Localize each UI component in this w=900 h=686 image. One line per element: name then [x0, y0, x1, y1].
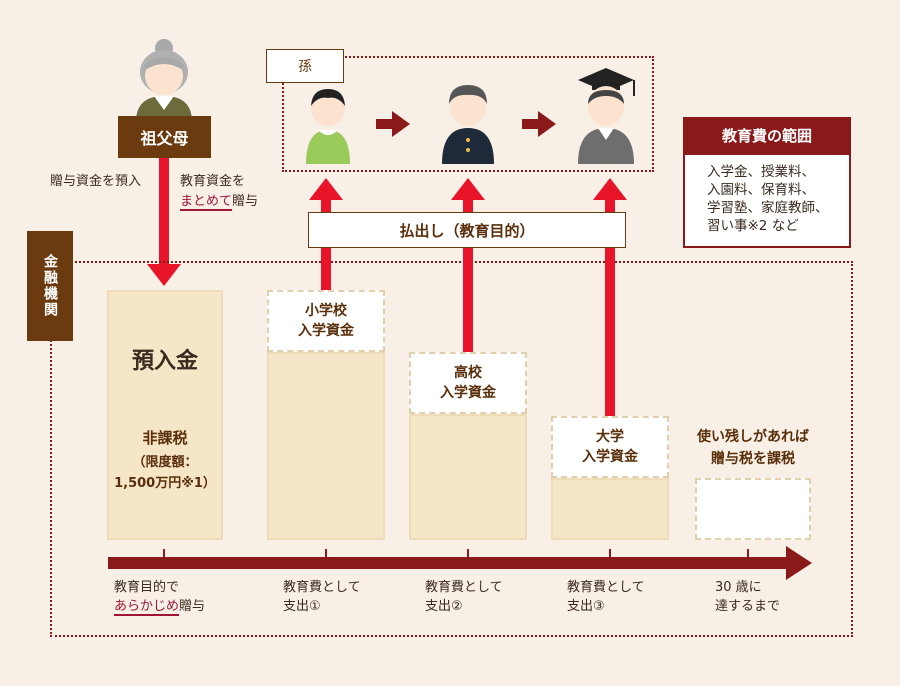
highschool-fund-label: 高校入学資金 [409, 352, 527, 414]
grandparent-label: 祖父母 [118, 116, 211, 158]
scope-line: 学習塾、家庭教師、 [707, 200, 829, 216]
timeline-label-expense-2: 教育費として 支出② [425, 578, 503, 616]
timeline-line2: 支出③ [567, 599, 605, 614]
remaining-note: 使い残しがあれば 贈与税を課税 [683, 426, 823, 470]
timeline-label-age-30: 30 歳に 達するまで [715, 578, 780, 616]
timeline-tick [163, 549, 165, 561]
timeline-rest: 贈与 [179, 599, 206, 614]
lump-gift-text: 教育資金を まとめて贈与 [180, 172, 258, 212]
child-elementary-icon [306, 89, 350, 164]
payout-arrow-3-shaft [605, 198, 615, 416]
child-university-icon [578, 68, 635, 164]
payout-arrow-2-shaft [463, 198, 473, 352]
deposit-title: 預入金 [131, 349, 198, 374]
lump-gift-highlight: まとめて [180, 194, 233, 211]
elementary-fund-label: 小学校入学資金 [267, 290, 385, 352]
grandchild-tag: 孫 [266, 49, 344, 83]
scope-line: 習い事※2 など [707, 218, 799, 234]
fund-line2: 入学資金 [298, 323, 354, 339]
timeline-line1: 教育費として [567, 580, 645, 595]
payout-arrow-2-head [451, 178, 485, 200]
timeline-tick [747, 549, 749, 561]
fund-line2: 入学資金 [440, 385, 496, 401]
timeline-label-gift: 教育目的で あらかじめ贈与 [114, 578, 205, 616]
scope-line: 入園料、保育料、 [707, 182, 815, 198]
timeline-line1: 教育費として [283, 580, 361, 595]
deposit-limit-line1: （限度額： [132, 455, 198, 470]
timeline-tick [609, 549, 611, 561]
fund-line1: 高校 [454, 365, 482, 381]
timeline-bar [108, 557, 794, 569]
timeline-line1: 30 歳に [715, 580, 762, 595]
timeline-line2: 支出① [283, 599, 321, 614]
education-scope-title: 教育費の範囲 [683, 117, 851, 153]
tax-free-label: 非課税 [142, 429, 188, 447]
remaining-line1: 使い残しがあれば [697, 429, 809, 445]
timeline-line1: 教育目的で [114, 580, 180, 595]
deposit-arrow-head [147, 264, 181, 286]
grandchild-area [282, 56, 654, 172]
timeline-line2: 支出② [425, 599, 463, 614]
lump-gift-line1: 教育資金を [180, 174, 246, 189]
scope-line: 入学金、授業料、 [707, 164, 815, 180]
timeline-label-expense-3: 教育費として 支出③ [567, 578, 645, 616]
fund-line1: 小学校 [305, 303, 347, 319]
payout-label: 払出し（教育目的） [308, 212, 626, 248]
lump-gift-rest: 贈与 [232, 194, 259, 209]
timeline-highlight: あらかじめ [114, 599, 180, 616]
timeline-line2: 達するまで [715, 599, 781, 614]
growth-arrow-1 [376, 111, 410, 137]
timeline-arrow-head [786, 546, 812, 580]
deposit-limit: （限度額： 1,500万円※1） [107, 452, 223, 494]
fund-line2: 入学資金 [582, 449, 638, 465]
remaining-line2: 贈与税を課税 [711, 451, 795, 467]
education-scope-box: 入学金、授業料、 入園料、保育料、 学習塾、家庭教師、 習い事※2 など [683, 153, 851, 248]
university-fund-bar [551, 478, 669, 540]
financial-institution-label: 金融機関 [27, 231, 73, 341]
deposit-limit-line2: 1,500万円※1） [114, 476, 216, 491]
university-fund-label: 大学入学資金 [551, 416, 669, 478]
child-highschool-icon [442, 85, 494, 164]
fund-line1: 大学 [596, 429, 624, 445]
timeline-tick [325, 549, 327, 561]
payout-arrow-1-head [309, 178, 343, 200]
deposit-text: 贈与資金を預入 [50, 174, 142, 189]
elementary-fund-bar [267, 352, 385, 540]
deposit-arrow-shaft [159, 158, 169, 266]
timeline-tick [467, 549, 469, 561]
grandparent-icon [136, 39, 192, 122]
timeline-line1: 教育費として [425, 580, 503, 595]
financial-institution-area [50, 261, 853, 637]
growth-arrow-2 [522, 111, 556, 137]
payout-arrow-3-head [593, 178, 627, 200]
deposit-bar [107, 290, 223, 540]
highschool-fund-bar [409, 414, 527, 540]
timeline-label-expense-1: 教育費として 支出① [283, 578, 361, 616]
remaining-empty-box [695, 478, 811, 540]
